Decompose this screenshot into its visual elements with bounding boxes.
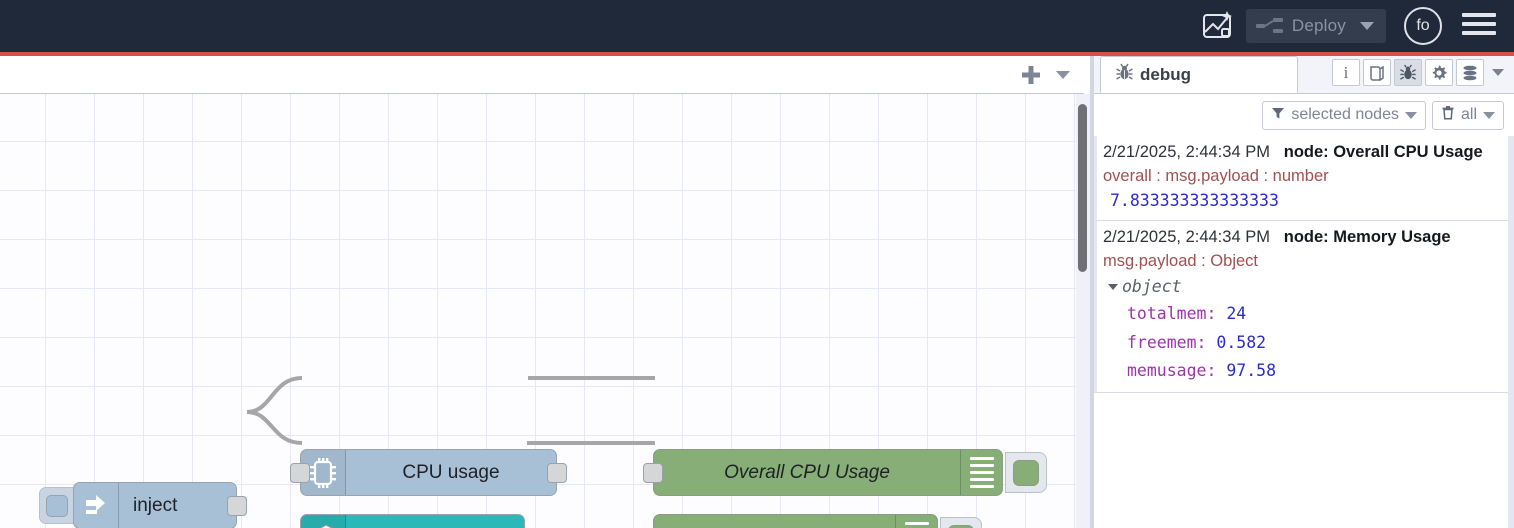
info-icon[interactable]: i	[1332, 59, 1360, 86]
debug-scrollbar-track[interactable]	[1508, 136, 1514, 528]
debug-lines-icon	[895, 515, 937, 528]
debug-lines-icon	[960, 450, 1002, 495]
context-data-icon[interactable]	[1456, 59, 1484, 86]
chevron-down-icon[interactable]	[1404, 111, 1417, 119]
debug-message-topic: overall : msg.payload : number	[1103, 166, 1329, 185]
inject-trigger-button[interactable]	[39, 487, 75, 524]
hamburger-menu-icon[interactable]	[1462, 13, 1496, 39]
debug-object-value: 97.58	[1226, 360, 1277, 380]
node-memory[interactable]: Memory	[300, 514, 525, 528]
node-debug-cpu-toggle[interactable]	[1005, 452, 1047, 493]
debug-object-property: freemem: 0.582	[1103, 329, 1508, 357]
debug-message-header: 2/21/2025, 2:44:34 PM node: Memory Usage	[1103, 225, 1508, 250]
debug-enabled-indicator	[948, 524, 974, 528]
node-memory-label: Memory	[346, 527, 524, 528]
header-accent-rule	[0, 52, 1514, 56]
debug-object-root[interactable]: object	[1103, 274, 1508, 300]
debug-sidebar: debug i	[1094, 56, 1514, 528]
debug-message-topic: msg.payload : Object	[1103, 252, 1258, 271]
debug-object-key: freemem:	[1127, 332, 1207, 352]
node-debug-memory-usage[interactable]: Memory Usage	[653, 514, 938, 528]
node-cpu-usage[interactable]: CPU usage	[290, 449, 567, 496]
tab-debug[interactable]: debug	[1100, 56, 1298, 93]
user-avatar[interactable]: fo	[1404, 7, 1442, 45]
debug-filter-row: selected nodes all	[1094, 94, 1514, 136]
flow-sparkle-icon[interactable]	[1196, 5, 1238, 47]
filter-selected-nodes-label: selected nodes	[1291, 106, 1399, 123]
panel-resize-handle[interactable]	[1090, 56, 1094, 528]
debug-enabled-indicator	[1013, 459, 1039, 486]
chevron-down-icon[interactable]	[1056, 70, 1070, 79]
deploy-label: Deploy	[1291, 16, 1346, 35]
inject-trigger-indicator	[46, 494, 68, 517]
debug-object-value: 24	[1226, 304, 1247, 324]
workspace-tabbar	[0, 56, 1084, 94]
node-debug-cpu-input-port[interactable]	[643, 463, 663, 483]
node-debug-mem-toggle[interactable]	[940, 517, 982, 528]
bug-icon	[1115, 63, 1134, 87]
debug-message-header: 2/21/2025, 2:44:34 PM node: Overall CPU …	[1103, 140, 1508, 165]
avatar-initials: fo	[1416, 17, 1430, 34]
debug-message-list[interactable]: 2/21/2025, 2:44:34 PM node: Overall CPU …	[1094, 136, 1508, 528]
trash-icon	[1441, 105, 1455, 125]
deploy-flow-icon	[1255, 17, 1284, 35]
debug-message-timestamp: 2/21/2025, 2:44:34 PM	[1103, 228, 1270, 247]
node-inject-label: inject	[133, 494, 178, 516]
node-cpu-output-port[interactable]	[547, 463, 567, 483]
filter-selected-nodes-button[interactable]: selected nodes	[1262, 100, 1426, 130]
tab-debug-label: debug	[1140, 64, 1191, 84]
sidebar-tool-buttons: i	[1332, 59, 1510, 86]
debug-object-value: 0.582	[1216, 332, 1267, 352]
config-gear-icon[interactable]	[1425, 59, 1453, 86]
debug-message[interactable]: 2/21/2025, 2:44:34 PM node: Memory Usage…	[1094, 221, 1508, 393]
node-debug-mem-label: Memory Usage	[654, 527, 895, 528]
canvas-scrollbar-thumb[interactable]	[1078, 104, 1087, 272]
funnel-icon	[1271, 106, 1285, 125]
flow-canvas[interactable]: inject CPU usage	[0, 94, 1076, 528]
help-book-icon[interactable]	[1363, 59, 1391, 86]
chevron-down-icon[interactable]	[1360, 22, 1374, 30]
debug-object-key: totalmem:	[1127, 304, 1217, 324]
debug-object-root-label: object	[1122, 277, 1182, 297]
arrow-right-icon	[74, 483, 119, 528]
deploy-button[interactable]: Deploy	[1245, 9, 1386, 43]
node-cpu-usage-label: CPU usage	[402, 461, 500, 483]
debug-object-key: memusage:	[1127, 360, 1217, 380]
node-inject-output-port[interactable]	[227, 496, 247, 516]
node-inject[interactable]: inject	[73, 482, 247, 528]
clear-messages-button[interactable]: all	[1431, 100, 1504, 130]
sidebar-menu-chevron-icon[interactable]	[1492, 69, 1504, 76]
debug-message[interactable]: 2/21/2025, 2:44:34 PM node: Overall CPU …	[1094, 136, 1508, 222]
clear-messages-label: all	[1460, 106, 1477, 123]
debug-object-property: memusage: 97.58	[1103, 357, 1508, 385]
node-debug-overall-cpu-usage[interactable]: Overall CPU Usage	[643, 449, 1003, 496]
debug-message-value: 7.833333333333333	[1110, 190, 1279, 210]
sidebar-tabrow: debug i	[1094, 56, 1514, 94]
caret-down-icon[interactable]	[1108, 284, 1118, 291]
plus-icon[interactable]	[1014, 60, 1048, 90]
server-tower-icon	[301, 515, 346, 528]
debug-message-node: node: Overall CPU Usage	[1283, 143, 1483, 161]
debug-object-property: totalmem: 24	[1103, 300, 1508, 328]
node-cpu-input-port[interactable]	[290, 463, 310, 483]
node-debug-cpu-label: Overall CPU Usage	[724, 461, 890, 483]
debug-message-timestamp: 2/21/2025, 2:44:34 PM	[1103, 143, 1270, 161]
app-header: Deploy fo	[0, 0, 1514, 52]
debug-message-node: node: Memory Usage	[1283, 228, 1451, 247]
debug-bug-icon[interactable]	[1394, 59, 1422, 86]
chevron-down-icon[interactable]	[1483, 111, 1495, 119]
